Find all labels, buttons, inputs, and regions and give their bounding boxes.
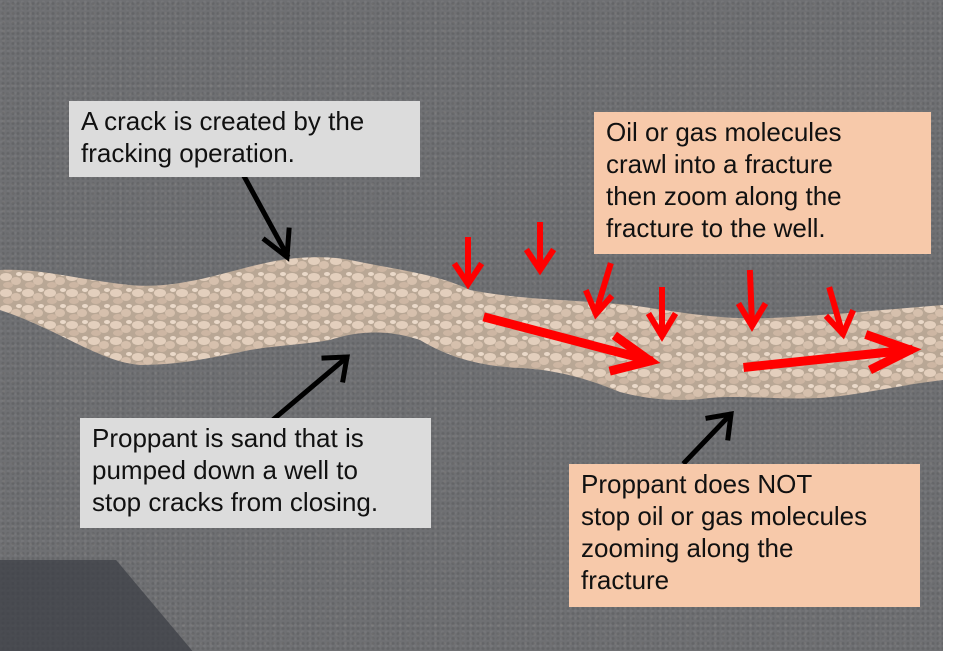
- note-proppant-not-stop: Proppant does NOT stop oil or gas molecu…: [569, 464, 920, 607]
- red-flow-arrow-icon: [482, 312, 922, 376]
- page-edge: [943, 0, 958, 651]
- red-down-arrow-icon: [451, 222, 856, 342]
- note-molecules-flow: Oil or gas molecules crawl into a fractu…: [594, 112, 931, 254]
- proppant-crack: [0, 257, 943, 400]
- note-proppant-definition: Proppant is sand that is pumped down a w…: [80, 418, 431, 528]
- note-crack-created: A crack is created by the fracking opera…: [69, 101, 420, 177]
- black-pointer-arrow-icon: [241, 174, 734, 466]
